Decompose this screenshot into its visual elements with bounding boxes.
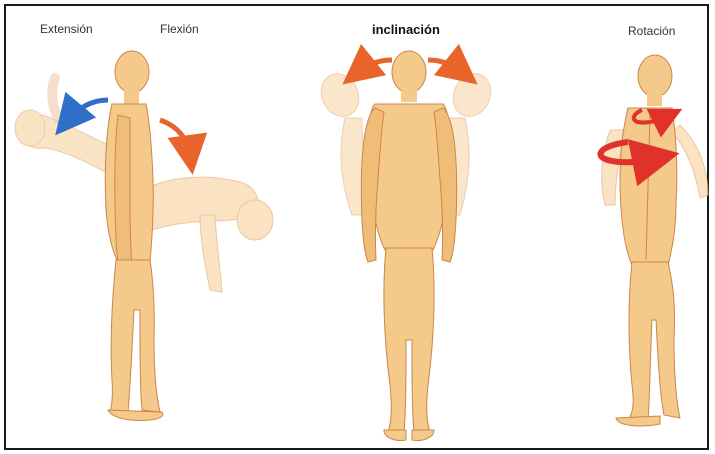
standing-figure-rotation (602, 55, 708, 426)
flexion-label: Flexión (160, 22, 199, 36)
extension-arrow-icon (68, 100, 108, 120)
inclination-left-arrow-icon (358, 60, 392, 72)
extension-label: Extensión (40, 22, 93, 36)
extension-ghost-figure (15, 78, 120, 175)
inclination-right-arrow-icon (428, 60, 462, 72)
standing-figure-front (361, 51, 456, 441)
rotation-label: Rotación (628, 24, 675, 38)
inclination-label: inclinación (372, 22, 440, 37)
flexion-arrow-icon (160, 120, 190, 155)
flexion-ghost-figure (135, 177, 273, 292)
standing-figure-side (105, 51, 163, 421)
